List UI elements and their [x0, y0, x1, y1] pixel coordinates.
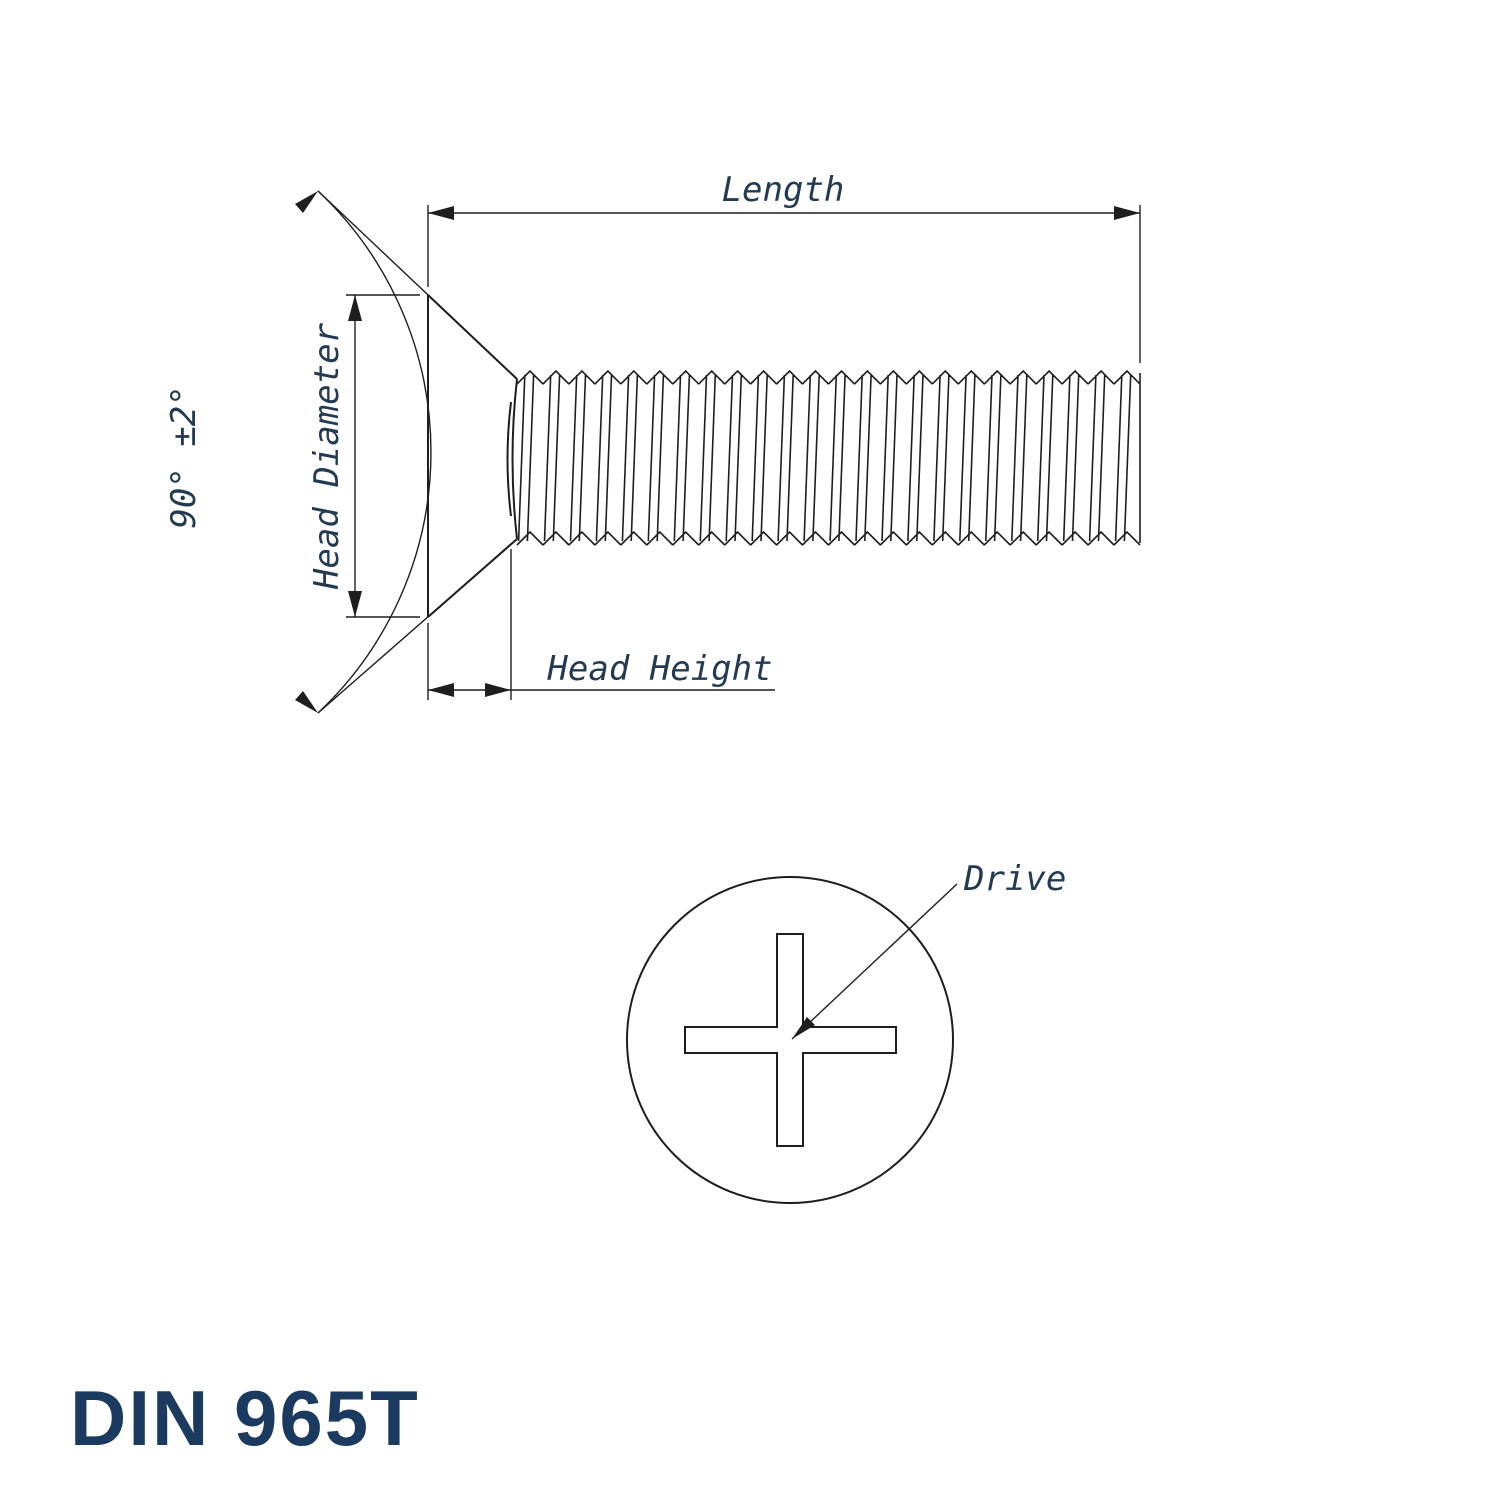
length-arrow-right — [1114, 206, 1140, 220]
angle-extension-lines — [317, 190, 518, 714]
head-height-extension-lines — [427, 549, 512, 700]
head-diameter-label: Head Diameter — [307, 322, 347, 590]
head-outline — [427, 294, 518, 618]
head-diameter-arrow-bottom — [348, 591, 362, 617]
thread-profile — [516, 369, 1141, 546]
angle-arrow-top — [295, 191, 318, 213]
head-height-arrow-left — [428, 683, 454, 697]
drive-leader — [791, 883, 958, 1040]
phillips-cross — [684, 933, 897, 1147]
drive-view — [626, 876, 954, 1204]
head-height-label: Head Height — [546, 649, 772, 689]
head-diameter-arrow-top — [348, 295, 362, 321]
countersink-angle-dimension — [295, 190, 518, 714]
head-height-arrow-right — [485, 683, 511, 697]
drive-leader-arrow — [792, 1017, 815, 1039]
drive-leader-line — [791, 883, 958, 1040]
angle-arrow-bottom — [295, 691, 318, 713]
drawing-title: DIN 965T — [70, 1374, 420, 1462]
thread-path — [516, 369, 1141, 546]
angle-arc — [317, 190, 432, 714]
head-diameter-dimension — [346, 294, 420, 618]
screw-side-view — [427, 294, 1141, 618]
drive-label: Drive — [963, 859, 1066, 899]
head-height-dimension — [427, 549, 775, 700]
head-circle — [626, 876, 954, 1204]
length-arrow-left — [428, 206, 454, 220]
length-label: Length — [722, 170, 845, 210]
length-extension-lines — [427, 205, 1141, 363]
length-dimension — [427, 205, 1141, 363]
angle-label: 90° ±2° — [164, 385, 204, 528]
head-diameter-extension-lines — [346, 294, 420, 618]
